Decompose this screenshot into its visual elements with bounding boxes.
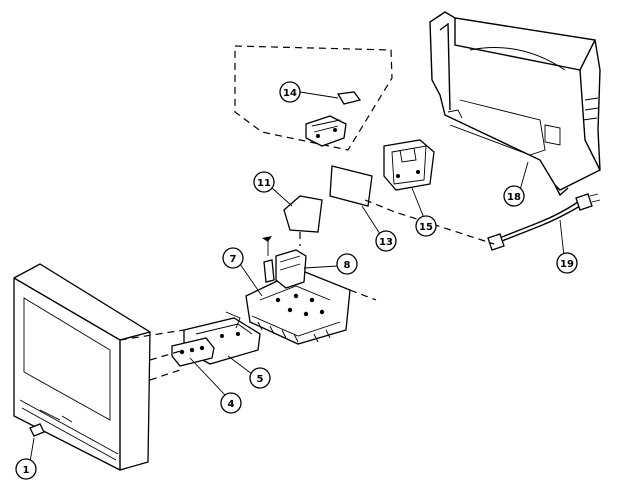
power-cord-part-19 xyxy=(487,193,601,251)
callout-7: 7 xyxy=(222,247,263,297)
callout-1-label: 1 xyxy=(23,465,30,476)
plate-part-13 xyxy=(329,165,373,207)
callout-5: 5 xyxy=(227,355,271,389)
callout-1: 1 xyxy=(15,437,37,480)
bracket-part-15 xyxy=(383,139,435,191)
rear-cabinet-part xyxy=(429,11,601,197)
callout-19-label: 19 xyxy=(560,259,574,270)
callout-8-label: 8 xyxy=(344,260,351,271)
callout-19: 19 xyxy=(556,219,578,274)
dashed-inset-box xyxy=(234,45,393,151)
callout-11: 11 xyxy=(253,171,293,207)
callout-4-label: 4 xyxy=(228,399,235,410)
callout-14-label: 14 xyxy=(283,88,297,99)
callout-11-label: 11 xyxy=(257,178,271,189)
callout-18-label: 18 xyxy=(507,192,521,203)
shield-plate-part-11 xyxy=(283,195,323,233)
callout-15: 15 xyxy=(411,187,437,237)
button-strip-part-4 xyxy=(171,337,215,367)
callout-13: 13 xyxy=(361,205,397,252)
callout-14: 14 xyxy=(279,81,339,103)
front-cabinet xyxy=(13,263,151,471)
assembly-guide-lines xyxy=(119,199,495,381)
callout-7-label: 7 xyxy=(230,254,237,265)
component-part-8 xyxy=(262,236,307,289)
bracket-part-14 xyxy=(305,91,362,147)
callout-15-label: 15 xyxy=(419,222,433,233)
callout-5-label: 5 xyxy=(257,374,264,385)
callout-13-label: 13 xyxy=(379,237,393,248)
callout-4: 4 xyxy=(189,357,242,414)
callout-8: 8 xyxy=(303,253,358,275)
callout-18: 18 xyxy=(503,161,529,207)
